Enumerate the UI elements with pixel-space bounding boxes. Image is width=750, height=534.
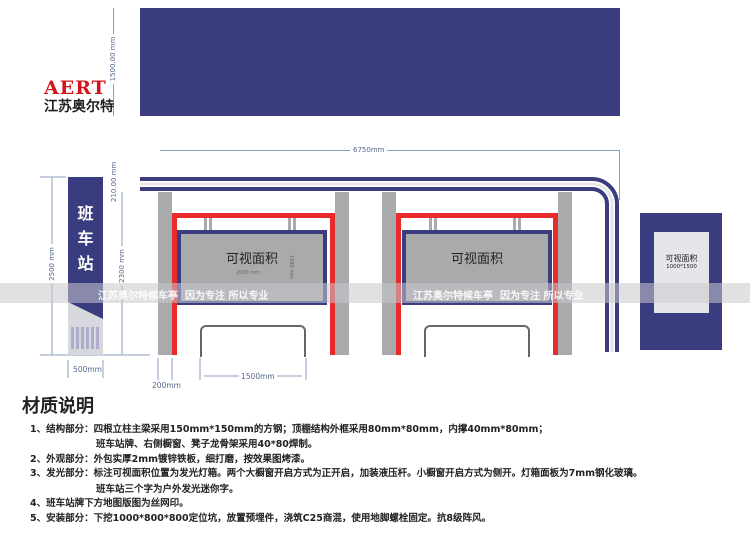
support — [209, 218, 212, 230]
visible-area-label: 可视面积 — [225, 252, 278, 267]
visible-area-label: 可视面积 — [450, 252, 503, 267]
top-panel — [140, 8, 620, 116]
dim-roof-height: 210.00 mm — [110, 161, 118, 202]
side-panel-label: 可视面积 — [665, 254, 698, 263]
post — [335, 192, 349, 355]
bench — [200, 325, 306, 357]
dim-body-height: 2300 mm — [118, 246, 126, 286]
dim-sign-height: 2500 mm — [48, 244, 56, 284]
support — [429, 218, 432, 230]
dim-total-width: 6750mm — [350, 146, 388, 154]
logo-company: 江苏奥尔特 — [44, 99, 114, 115]
side-panel: 可视面积 1000*1500 — [640, 213, 722, 350]
note-line: 班车站三个字为户外发光迷你字。 — [96, 484, 239, 495]
dim-sign-width: 500mm — [73, 365, 102, 374]
post — [382, 192, 396, 355]
sign-char: 站 — [77, 254, 94, 273]
dim-post-width: 200mm — [152, 381, 181, 390]
dim-bench-width: 1500mm — [239, 372, 277, 381]
side-panel-size: 1000*1500 — [666, 264, 697, 270]
watermark-right: 江苏奥尔特候车亭 因为专注 所以专业 — [413, 291, 584, 302]
dim-window-width: 2000 mm — [236, 270, 261, 276]
support — [293, 218, 296, 230]
note-line: 班车站牌、右侧橱窗、凳子龙骨架采用40*80焊制。 — [96, 439, 318, 450]
notes-title: 材质说明 — [22, 396, 94, 417]
support — [204, 218, 207, 230]
support — [288, 218, 291, 230]
post — [558, 192, 572, 355]
note-line: 2、外观部分：外包实厚2mm镀锌铁板，细打磨，按效果图烤漆。 — [30, 454, 311, 465]
dim-window-height: 1080 mm — [288, 254, 295, 280]
support — [434, 218, 437, 230]
note-line: 3、发光部分：标注可视面积位置为发光灯箱。两个大橱窗开启方式为正开启，加装液压杆… — [30, 468, 643, 479]
bench — [424, 325, 530, 357]
sign-char: 班 — [77, 204, 94, 223]
bus-stop-sign: 班 车 站 — [68, 177, 103, 355]
dim-tick — [619, 150, 620, 200]
logo-brand: AERT — [44, 77, 107, 99]
note-line: 1、结构部分：四根立柱主梁采用150mm*150mm的方钢；顶棚结构外框采用80… — [30, 424, 548, 435]
note-line: 4、班车站牌下方地图版图为丝网印。 — [30, 498, 189, 509]
support — [513, 218, 516, 230]
support — [518, 218, 521, 230]
map-print — [71, 327, 101, 349]
post — [158, 192, 172, 355]
watermark-band — [0, 283, 750, 303]
logo: AERT 江苏奥尔特 — [44, 78, 114, 116]
dim-line-width — [160, 150, 620, 151]
note-line: 5、安装部分：下挖1000*800*800定位坑，放置预埋件，浇筑C25商混，使… — [30, 513, 491, 524]
watermark-left: 江苏奥尔特候车亭 因为专注 所以专业 — [98, 291, 269, 302]
sign-char: 车 — [77, 229, 94, 248]
